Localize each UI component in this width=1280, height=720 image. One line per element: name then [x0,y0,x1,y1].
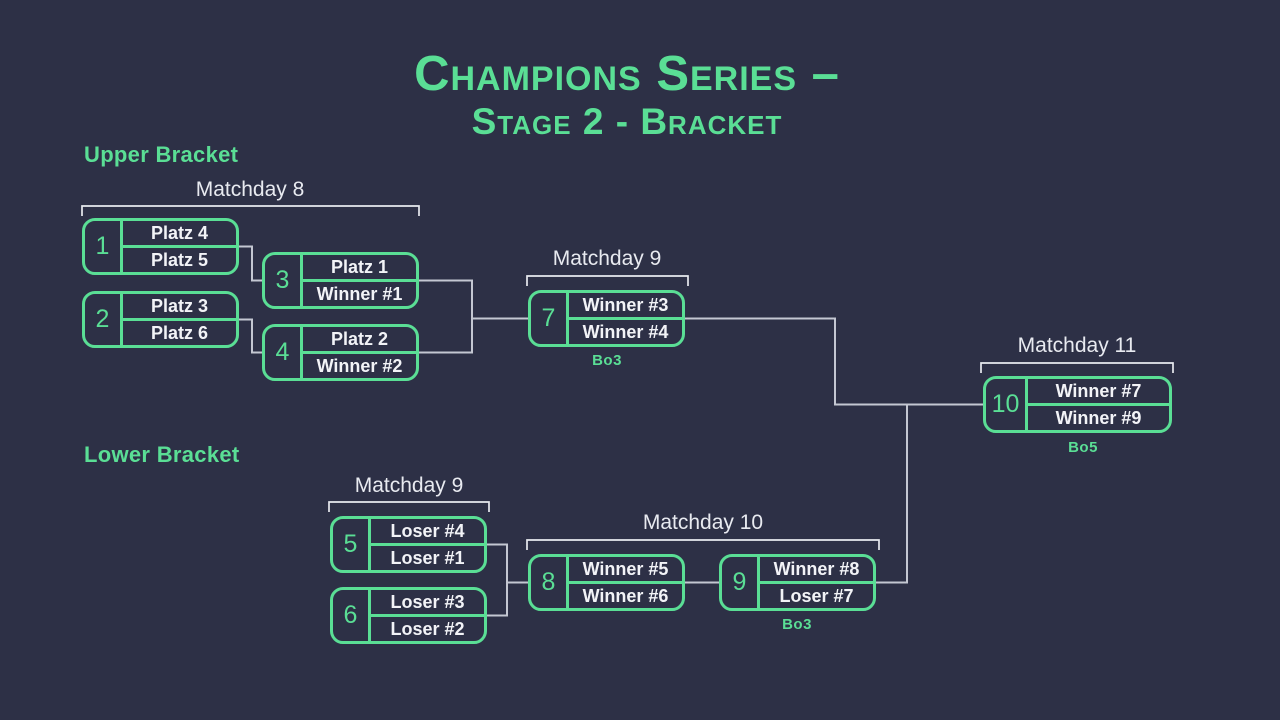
match-teams: Loser #4 Loser #1 [371,519,484,570]
ruler-matchday-9-upper [526,275,689,286]
match-box-8: 8 Winner #5 Winner #6 [528,554,685,611]
match-number: 6 [333,590,371,641]
connector-line [419,279,473,354]
page-title-line2: Stage 2 - Bracket [471,101,783,143]
ruler-matchday-9-lower [328,501,490,512]
connector-line [239,318,262,354]
lower-bracket-header: Lower Bracket [84,442,240,467]
match-team-top: Loser #3 [371,590,484,617]
match-team-top: Platz 4 [123,221,236,248]
page-title: Champions Series – Stage 2 - Bracket [0,46,1254,143]
connector-line [876,404,908,584]
match-team-bottom: Loser #1 [390,547,465,568]
match-team-bottom: Platz 5 [150,249,209,270]
match-team-bottom: Loser #7 [779,585,854,606]
match-number: 10 [986,379,1028,430]
match-box-4: 4 Platz 2 Winner #2 [262,324,419,381]
match-team-bottom: Loser #2 [390,618,465,639]
ruler-matchday-8 [81,205,420,216]
match-team-bottom: Winner #1 [316,283,403,304]
match-number: 9 [722,557,760,608]
match-teams: Platz 2 Winner #2 [303,327,416,378]
match-team-top: Winner #8 [760,557,873,584]
match-teams: Platz 3 Platz 6 [123,294,236,345]
matchday-9-lower-label: Matchday 9 [354,474,464,497]
matchday-9-upper-label: Matchday 9 [552,247,662,270]
matchday-11-label: Matchday 11 [1017,334,1137,357]
match-number: 1 [85,221,123,272]
matchday-8-label: Matchday 8 [195,178,305,201]
match-teams: Winner #3 Winner #4 [569,293,682,344]
match-team-top: Winner #5 [569,557,682,584]
match-box-1: 1 Platz 4 Platz 5 [82,218,239,275]
match-number: 5 [333,519,371,570]
match-number: 3 [265,255,303,306]
match-number: 7 [531,293,569,344]
match-teams: Loser #3 Loser #2 [371,590,484,641]
page-title-line1: Champions Series – [414,47,840,101]
match-number: 8 [531,557,569,608]
connector-line [685,317,983,406]
match-number: 2 [85,294,123,345]
match-7-format-label: Bo3 [592,352,622,369]
match-team-top: Platz 1 [303,255,416,282]
match-teams: Winner #8 Loser #7 [760,557,873,608]
match-number: 4 [265,327,303,378]
match-team-top: Winner #7 [1028,379,1169,406]
match-box-10: 10 Winner #7 Winner #9 [983,376,1172,433]
connector-line [487,543,508,617]
match-box-2: 2 Platz 3 Platz 6 [82,291,239,348]
connector-line [239,245,262,282]
match-10-format-label: Bo5 [1068,439,1098,456]
upper-bracket-header: Upper Bracket [84,142,239,167]
match-team-bottom: Winner #4 [582,321,669,342]
matchday-10-label: Matchday 10 [642,511,764,534]
match-box-9: 9 Winner #8 Loser #7 [719,554,876,611]
match-teams: Platz 1 Winner #1 [303,255,416,306]
match-team-top: Loser #4 [371,519,484,546]
match-team-top: Platz 2 [303,327,416,354]
match-box-6: 6 Loser #3 Loser #2 [330,587,487,644]
ruler-matchday-10 [526,539,880,550]
match-team-bottom: Winner #6 [582,585,669,606]
match-box-5: 5 Loser #4 Loser #1 [330,516,487,573]
match-team-top: Platz 3 [123,294,236,321]
match-box-7: 7 Winner #3 Winner #4 [528,290,685,347]
match-9-format-label: Bo3 [782,616,812,633]
match-box-3: 3 Platz 1 Winner #1 [262,252,419,309]
match-team-bottom: Winner #9 [1055,407,1142,428]
match-teams: Winner #5 Winner #6 [569,557,682,608]
match-teams: Platz 4 Platz 5 [123,221,236,272]
ruler-matchday-11 [980,362,1174,373]
match-team-top: Winner #3 [569,293,682,320]
match-teams: Winner #7 Winner #9 [1028,379,1169,430]
match-team-bottom: Winner #2 [316,355,403,376]
match-team-bottom: Platz 6 [150,322,209,343]
